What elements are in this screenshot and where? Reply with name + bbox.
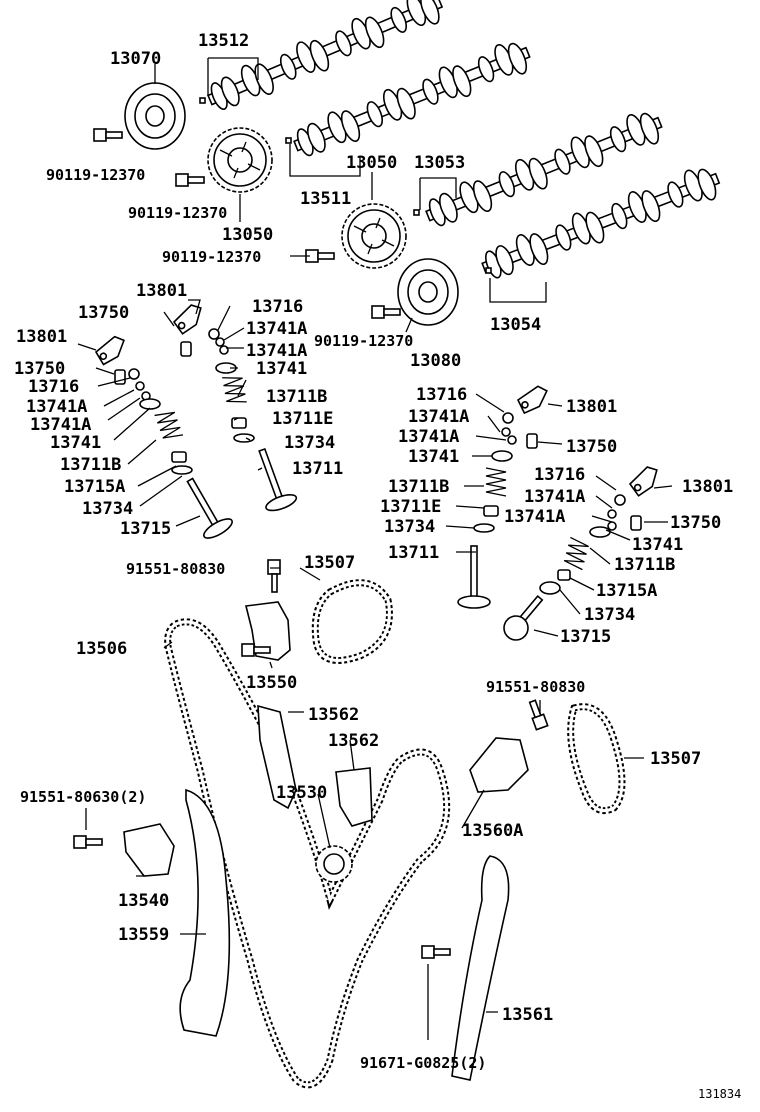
small-chain-13507-a: [311, 579, 393, 664]
label-13507: 13507: [650, 749, 701, 769]
pin-icon: [413, 209, 420, 216]
sprocket-13050-b: [341, 203, 407, 269]
label-13560A: 13560A: [462, 821, 523, 841]
bolt-icon: [305, 249, 335, 263]
label-13716: 13716: [252, 297, 303, 317]
label-13734: 13734: [584, 605, 635, 625]
label-13741: 13741: [408, 447, 459, 467]
label-91551-80830: 91551-80830: [486, 678, 585, 696]
label-13715A: 13715A: [64, 477, 125, 497]
label-13741A: 13741A: [408, 407, 469, 427]
label-13741A: 13741A: [504, 507, 565, 527]
label-13750: 13750: [78, 303, 129, 323]
chain-tensioner-13550: [241, 559, 291, 661]
chain-guide-13561: [421, 855, 510, 1081]
label-13741A: 13741A: [398, 427, 459, 447]
label-13559: 13559: [118, 925, 169, 945]
bolt-icon: [371, 305, 401, 319]
label-13511: 13511: [300, 189, 351, 209]
label-13716: 13716: [416, 385, 467, 405]
small-chain-13507-b: [567, 703, 626, 815]
bolt-icon: [93, 128, 123, 142]
label-13741A: 13741A: [246, 319, 307, 339]
label-13711B: 13711B: [388, 477, 449, 497]
label-13734: 13734: [82, 499, 133, 519]
label-90119-12370: 90119-12370: [128, 204, 227, 222]
label-90119-12370: 90119-12370: [46, 166, 145, 184]
label-13530: 13530: [276, 783, 327, 803]
label-13741A: 13741A: [246, 341, 307, 361]
label-13711E: 13711E: [380, 497, 441, 517]
chain-tensioner-13560A: [469, 698, 549, 793]
pin-icon: [285, 137, 292, 144]
label-13741A: 13741A: [30, 415, 91, 435]
label-13801: 13801: [566, 397, 617, 417]
bolt-icon: [175, 173, 205, 187]
label-13750: 13750: [670, 513, 721, 533]
label-13711: 13711: [388, 543, 439, 563]
chain-guide-13562-a: [257, 704, 297, 810]
label-13080: 13080: [410, 351, 461, 371]
label-13054: 13054: [490, 315, 541, 335]
crank-sprocket-13530: [315, 845, 353, 883]
label-13512: 13512: [198, 31, 249, 51]
label-13711B: 13711B: [266, 387, 327, 407]
tensioner-slipper-13559: [179, 788, 231, 1037]
label-13711: 13711: [292, 459, 343, 479]
pin-icon: [199, 97, 206, 104]
label-13750: 13750: [566, 437, 617, 457]
tensioner-arm-13540: [73, 823, 175, 877]
label-13716: 13716: [28, 377, 79, 397]
part-labels: 13512 13070 90119-12370 90119-12370 1305…: [14, 31, 741, 1101]
label-13734: 13734: [384, 517, 435, 537]
label-13734: 13734: [284, 433, 335, 453]
vvt-actuator-13080: [397, 258, 459, 326]
label-13050: 13050: [222, 225, 273, 245]
valvetrain-right: [503, 463, 664, 641]
label-13716: 13716: [534, 465, 585, 485]
label-13562: 13562: [308, 705, 359, 725]
label-13750: 13750: [14, 359, 65, 379]
label-13711B: 13711B: [60, 455, 121, 475]
label-13715: 13715: [120, 519, 171, 539]
label-13053: 13053: [414, 153, 465, 173]
label-13801: 13801: [682, 477, 733, 497]
label-13711B: 13711B: [614, 555, 675, 575]
label-13711E: 13711E: [272, 409, 333, 429]
label-91551-80630: 91551-80630(2): [20, 788, 146, 806]
diagram-id: 131834: [698, 1087, 741, 1101]
chain-guide-13562-b: [335, 767, 373, 827]
sprocket-13050-a: [207, 127, 273, 193]
label-13741: 13741: [50, 433, 101, 453]
pin-icon: [485, 267, 492, 274]
label-13801: 13801: [16, 327, 67, 347]
label-13741: 13741: [256, 359, 307, 379]
label-91671-G0825: 91671-G0825(2): [360, 1054, 486, 1072]
label-13741: 13741: [632, 535, 683, 555]
vvt-actuator-13070: [124, 82, 186, 150]
label-13540: 13540: [118, 891, 169, 911]
label-13801: 13801: [136, 281, 187, 301]
label-13507: 13507: [304, 553, 355, 573]
label-13506: 13506: [76, 639, 127, 659]
label-91551-80830: 91551-80830: [126, 560, 225, 578]
label-90119-12370: 90119-12370: [314, 332, 413, 350]
label-13050: 13050: [346, 153, 397, 173]
valvetrain-left: [92, 301, 300, 543]
label-13715A: 13715A: [596, 581, 657, 601]
label-13741A: 13741A: [524, 487, 585, 507]
label-13715: 13715: [560, 627, 611, 647]
label-13562: 13562: [328, 731, 379, 751]
label-13550: 13550: [246, 673, 297, 693]
label-13561: 13561: [502, 1005, 553, 1025]
label-13070: 13070: [110, 49, 161, 69]
label-13741A: 13741A: [26, 397, 87, 417]
label-90119-12370: 90119-12370: [162, 248, 261, 266]
